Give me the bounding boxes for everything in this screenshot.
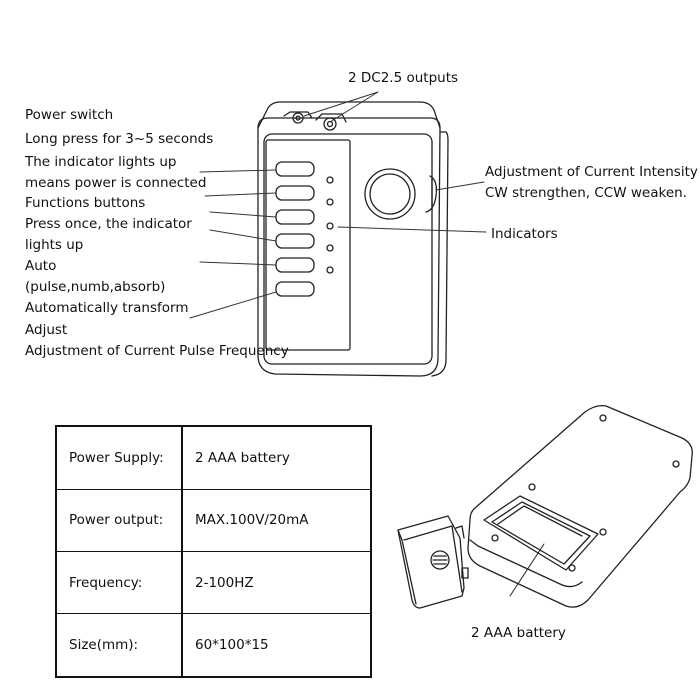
label-indicator-line1: The indicator lights up: [25, 154, 177, 170]
label-adjust-frequency: Adjustment of Current Pulse Frequency: [25, 343, 289, 359]
label-indicator-line2: means power is connected: [25, 175, 207, 191]
label-press-once-line1: Press once, the indicator: [25, 216, 192, 232]
device-back-drawing: [467, 404, 693, 608]
label-functions-buttons: Functions buttons: [25, 195, 146, 211]
battery-cover-drawing: [397, 515, 469, 609]
leader-lines: [189, 91, 487, 319]
label-intensity-line1: Adjustment of Current Intensity: [485, 164, 698, 180]
label-auto-line2: (pulse,numb,absorb): [25, 279, 166, 295]
label-indicators: Indicators: [491, 226, 558, 242]
spec-key: Power output:: [55, 488, 183, 552]
label-automatically-transform: Automatically transform: [25, 300, 189, 316]
label-dc-outputs: 2 DC2.5 outputs: [348, 70, 459, 86]
label-long-press: Long press for 3~5 seconds: [25, 131, 214, 147]
spec-table: Power Supply: 2 AAA battery Power output…: [55, 425, 372, 678]
spec-value: 2-100HZ: [181, 550, 372, 615]
spec-value: 60*100*15: [181, 613, 372, 678]
spec-key: Size(mm):: [55, 613, 183, 678]
label-battery: 2 AAA battery: [471, 625, 566, 641]
label-adjust: Adjust: [25, 322, 68, 338]
spec-key: Power Supply:: [55, 425, 183, 490]
label-auto-line1: Auto: [25, 258, 57, 274]
label-power-switch: Power switch: [25, 107, 114, 123]
label-intensity-line2: CW strengthen, CCW weaken.: [485, 185, 687, 201]
spec-key: Frequency:: [55, 550, 183, 615]
spec-value: MAX.100V/20mA: [181, 488, 372, 552]
table-row: Size(mm): 60*100*15: [55, 613, 372, 678]
label-press-once-line2: lights up: [25, 237, 84, 253]
table-row: Frequency: 2-100HZ: [55, 550, 372, 615]
table-row: Power output: MAX.100V/20mA: [55, 488, 372, 552]
spec-value: 2 AAA battery: [181, 425, 372, 490]
device-front-drawing: [257, 101, 449, 377]
table-row: Power Supply: 2 AAA battery: [55, 425, 372, 490]
